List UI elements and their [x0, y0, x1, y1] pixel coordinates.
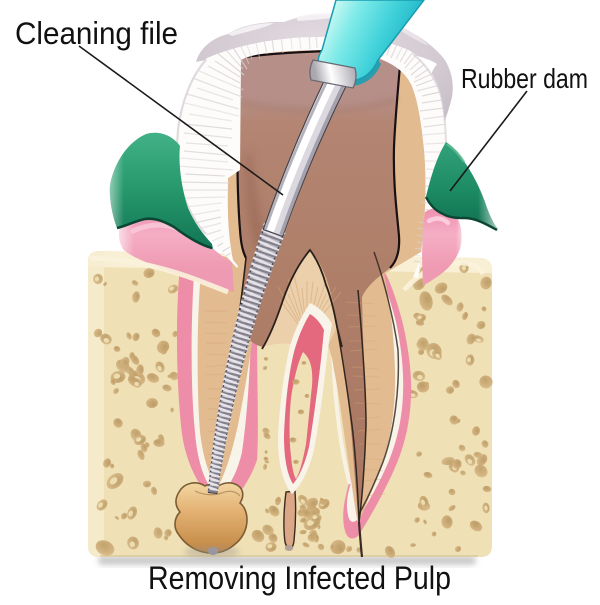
svg-text:Removing Infected Pulp: Removing Infected Pulp: [148, 560, 451, 596]
svg-text:Cleaning file: Cleaning file: [15, 15, 178, 51]
svg-text:Rubber dam: Rubber dam: [461, 63, 588, 94]
